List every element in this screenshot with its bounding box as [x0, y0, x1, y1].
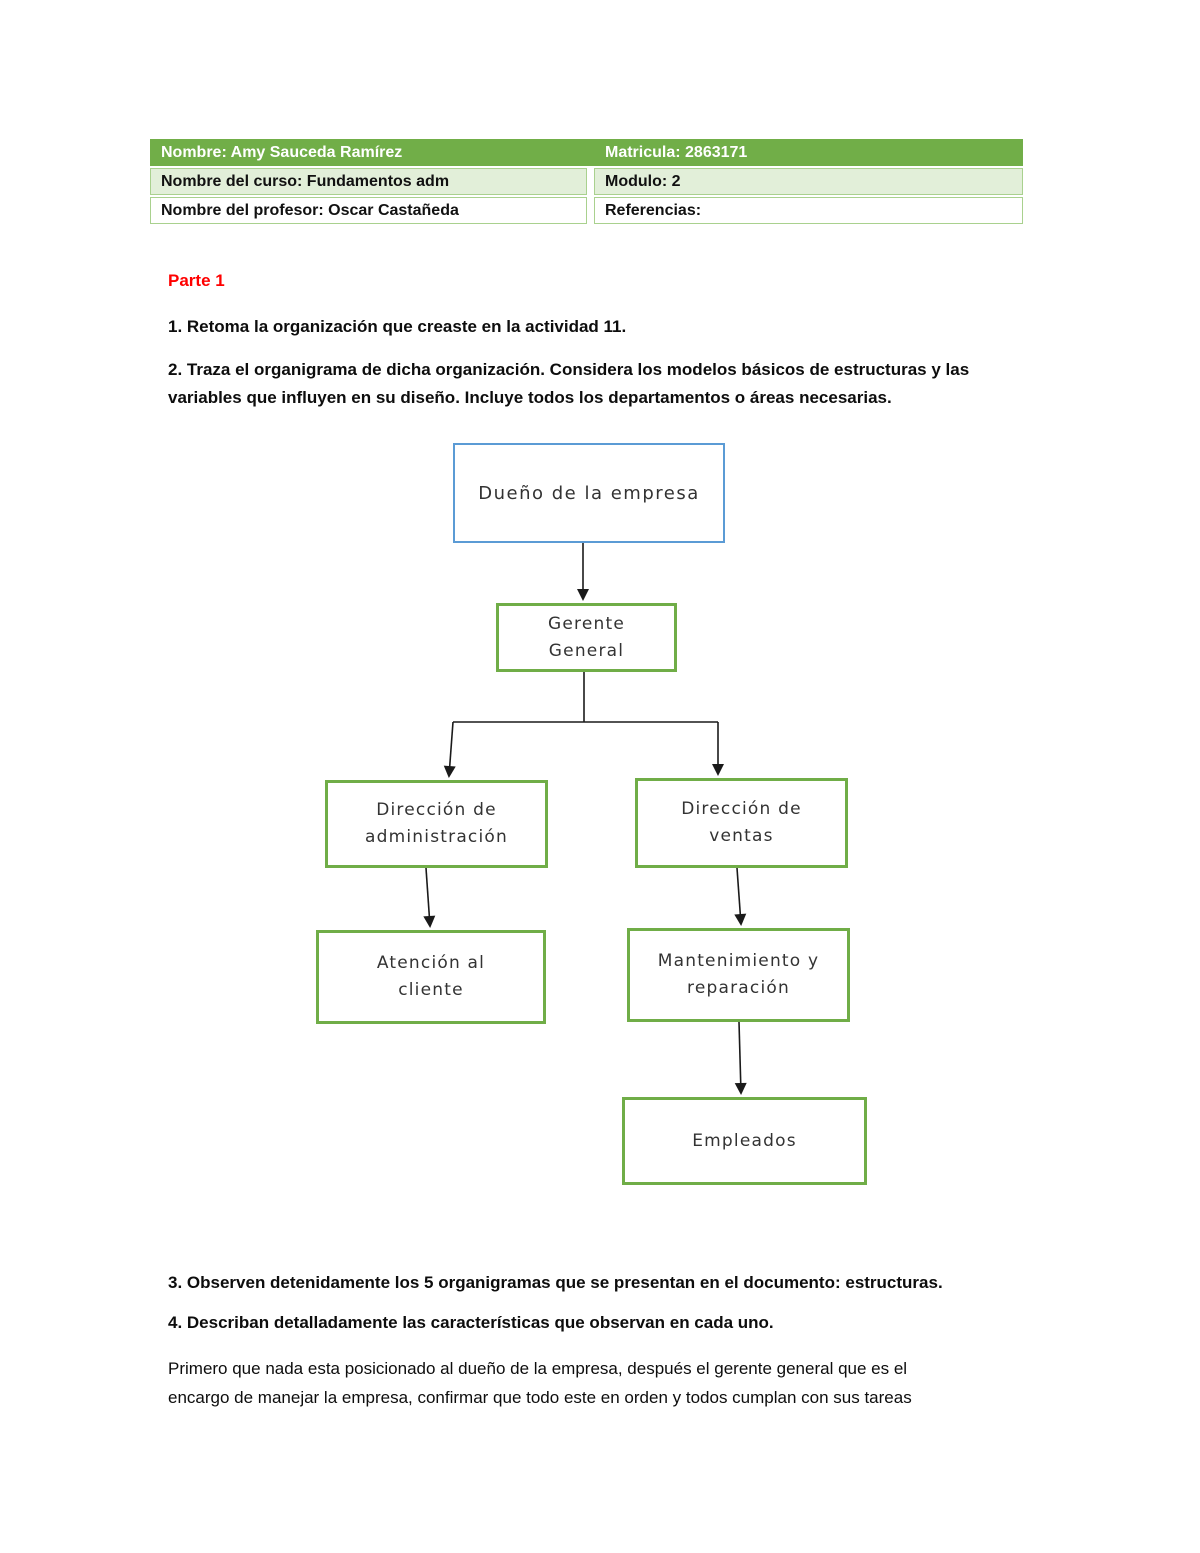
org-node-mantenimiento: Mantenimiento y reparación	[627, 928, 850, 1022]
org-node-gerente: Gerente General	[496, 603, 677, 672]
org-node-atencion: Atención al cliente	[316, 930, 546, 1024]
connector-lines	[423, 543, 747, 1095]
answer-paragraph: Primero que nada esta posicionado al due…	[168, 1359, 912, 1407]
matricula-cell: Matricula: 2863171	[594, 139, 1023, 166]
module-cell: Modulo: 2	[594, 168, 1023, 195]
professor-name-cell: Nombre del profesor: Oscar Castañeda	[150, 197, 587, 224]
table-row: Nombre del profesor: Oscar Castañeda Ref…	[150, 197, 1023, 224]
org-node-empleados: Empleados	[622, 1097, 867, 1185]
org-node-owner: Dueño de la empresa	[453, 443, 725, 543]
instruction-item-2: 2. Traza el organigrama de dicha organiz…	[168, 360, 970, 407]
instruction-item-1: 1. Retoma la organización que creaste en…	[168, 317, 627, 336]
instruction-item-4: 4. Describan detalladamente las caracter…	[168, 1313, 774, 1332]
table-row: Nombre del curso: Fundamentos adm Modulo…	[150, 168, 1023, 195]
course-name-cell: Nombre del curso: Fundamentos adm	[150, 168, 587, 195]
org-node-dir-admin: Dirección de administración	[325, 780, 548, 868]
org-node-dir-ventas: Dirección de ventas	[635, 778, 848, 868]
student-info-table: Nombre: Amy Sauceda Ramírez Matricula: 2…	[150, 139, 1023, 226]
org-chart: Dueño de la empresa Gerente General Dire…	[0, 430, 1200, 1210]
table-row: Nombre: Amy Sauceda Ramírez Matricula: 2…	[150, 139, 1023, 166]
instruction-item-3: 3. Observen detenidamente los 5 organigr…	[168, 1273, 943, 1292]
part-heading: Parte 1	[168, 271, 225, 290]
student-name-cell: Nombre: Amy Sauceda Ramírez	[150, 139, 587, 166]
references-cell: Referencias:	[594, 197, 1023, 224]
